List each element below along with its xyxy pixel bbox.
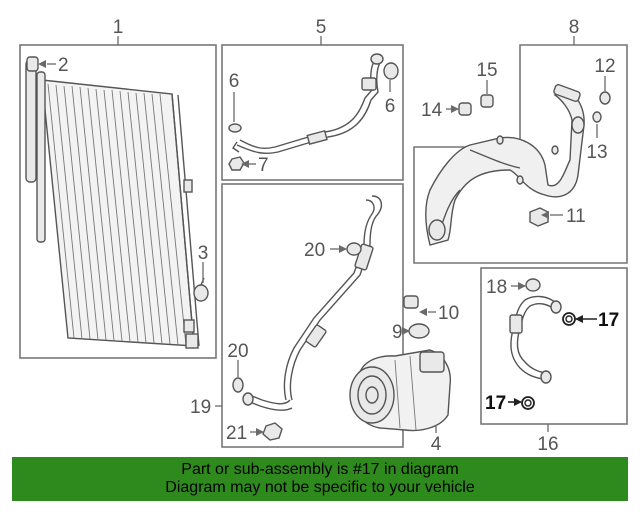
callout-17-lower: 17 [485,393,506,414]
part-3-bracket [193,277,209,302]
part-20-o-ring-lower [232,377,244,393]
part-21-nut [262,422,283,441]
condenser [25,59,200,349]
part-18-nut [525,278,541,292]
callout-21: 21 [226,423,247,444]
callout-20-lower: 20 [227,341,248,362]
frame-group-19 [221,183,404,448]
frame-group-5 [221,44,404,181]
hose-assembly-16 [509,295,562,384]
part-10-cap [403,295,419,309]
callout-10: 10 [438,303,459,324]
callout-13: 13 [586,142,607,163]
callout-2: 2 [58,55,69,76]
callout-5: 5 [316,17,327,38]
callout-12: 12 [594,56,615,77]
part-2-cap [26,56,39,72]
part-12-o-ring [599,91,611,105]
callout-8: 8 [569,17,580,38]
callout-11: 11 [566,206,586,227]
hose-assembly-19 [242,195,383,411]
part-14-valve-cap [458,102,472,116]
frame-group-16 [480,267,628,425]
manifold-assembly-8 [425,84,585,246]
callout-1: 1 [113,17,124,38]
callout-15: 15 [476,60,497,81]
callout-17-upper: 17 [598,310,619,331]
leader-arrows [38,60,583,436]
callout-6-right: 6 [385,96,396,117]
callout-9: 9 [392,322,403,343]
callout-16: 16 [537,434,558,455]
compressor [349,349,452,432]
callout-6-left: 6 [229,71,240,92]
part-9-seal [408,323,430,339]
callout-14: 14 [421,100,443,121]
part-15-valve-cap [480,94,494,108]
callout-20-upper: 20 [304,240,325,261]
banner-line-1: Part or sub-assembly is #17 in diagram [181,461,459,478]
hose-assembly-5 [228,53,399,171]
callout-4: 4 [431,434,442,455]
part-11-clip [529,207,549,227]
callout-18: 18 [486,277,507,298]
part-17-o-ring-upper [562,312,576,326]
callout-3: 3 [198,243,209,264]
part-13-o-ring [592,111,602,123]
info-banner: Part or sub-assembly is #17 in diagram D… [12,457,628,501]
part-20-o-ring-upper [346,242,362,256]
callout-19: 19 [190,397,211,418]
part-17-o-ring-lower [521,396,535,410]
banner-line-2: Diagram may not be specific to your vehi… [165,479,475,496]
callout-7: 7 [258,155,269,176]
